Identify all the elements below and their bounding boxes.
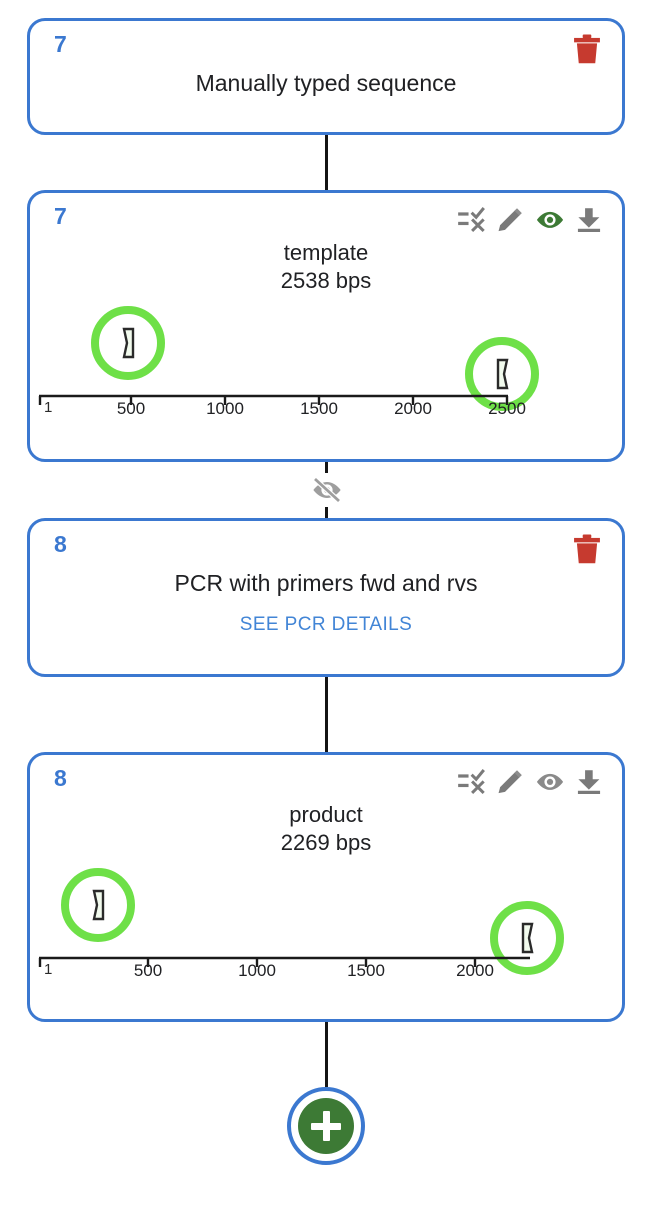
operation-card-manually-typed-sequence[interactable]: 7 Manually typed sequence bbox=[27, 18, 625, 135]
operation-card-pcr[interactable]: 8 PCR with primers fwd and rvs SEE PCR D… bbox=[27, 518, 625, 677]
card-number: 7 bbox=[54, 203, 67, 229]
sequence-map-svg bbox=[38, 868, 564, 976]
card-number: 8 bbox=[54, 531, 67, 557]
ruler-labels: 1 500 1000 1500 2000 2500 bbox=[30, 399, 622, 421]
plus-vertical-bar bbox=[322, 1111, 330, 1141]
sequence-card-template[interactable]: 7 bbox=[27, 190, 625, 462]
eye-off-icon[interactable] bbox=[310, 475, 344, 505]
ruler-tick-label: 500 bbox=[133, 961, 163, 981]
annotation-rvs-primer-site bbox=[490, 901, 564, 976]
sequence-ruler bbox=[38, 957, 530, 968]
trash-icon[interactable] bbox=[572, 533, 602, 565]
add-step-button[interactable] bbox=[287, 1087, 365, 1165]
connector-4 bbox=[325, 1022, 328, 1087]
pencil-icon[interactable] bbox=[496, 206, 526, 234]
connector-1 bbox=[325, 135, 328, 190]
card-number: 8 bbox=[54, 765, 67, 791]
ruler-labels: 1 500 1000 1500 2000 bbox=[30, 961, 622, 983]
card-number: 7 bbox=[54, 31, 67, 57]
compare-icon[interactable] bbox=[457, 206, 487, 234]
hidden-step-marker[interactable] bbox=[307, 473, 346, 507]
sequence-map-svg bbox=[38, 306, 539, 412]
ruler-tick-label: 1500 bbox=[300, 399, 338, 419]
ruler-origin-label: 1 bbox=[44, 399, 53, 417]
sequence-map[interactable]: 1 500 1000 1500 2000 bbox=[30, 861, 622, 983]
operation-title: PCR with primers fwd and rvs bbox=[174, 570, 478, 596]
download-icon[interactable] bbox=[574, 206, 604, 234]
sequence-name: template bbox=[283, 240, 369, 265]
trash-icon[interactable] bbox=[572, 33, 602, 65]
see-pcr-details-link[interactable]: SEE PCR DETAILS bbox=[239, 613, 413, 635]
ruler-tick-label: 2500 bbox=[488, 399, 526, 419]
ruler-tick-label: 2000 bbox=[394, 399, 432, 419]
download-icon[interactable] bbox=[574, 768, 604, 796]
annotation-fwd-primer-site bbox=[61, 868, 135, 943]
sequence-toolbar bbox=[457, 205, 604, 235]
ruler-tick-label: 1000 bbox=[238, 961, 276, 981]
sequence-length: 2538 bps bbox=[280, 268, 372, 294]
operation-title: Manually typed sequence bbox=[195, 70, 457, 96]
ruler-tick-label: 500 bbox=[116, 399, 146, 419]
sequence-ruler bbox=[38, 395, 509, 406]
eye-icon[interactable] bbox=[535, 768, 565, 796]
ruler-tick-label: 2000 bbox=[456, 961, 494, 981]
sequence-map[interactable]: 1 500 1000 1500 2000 2500 bbox=[30, 299, 622, 421]
ruler-tick-label: 1000 bbox=[206, 399, 244, 419]
annotation-fwd-primer-site bbox=[91, 306, 165, 381]
compare-icon[interactable] bbox=[457, 768, 487, 796]
connector-2 bbox=[307, 462, 346, 518]
sequence-toolbar bbox=[457, 767, 604, 797]
connector-3 bbox=[325, 677, 328, 752]
plus-icon bbox=[298, 1098, 354, 1154]
annotation-rvs-primer-site bbox=[465, 337, 539, 412]
sequence-name: product bbox=[289, 802, 363, 827]
eye-icon[interactable] bbox=[535, 206, 565, 234]
sequence-card-product[interactable]: 8 product bbox=[27, 752, 625, 1022]
sequence-length: 2269 bps bbox=[280, 830, 372, 856]
pencil-icon[interactable] bbox=[496, 768, 526, 796]
ruler-tick-label: 1500 bbox=[347, 961, 385, 981]
ruler-origin-label: 1 bbox=[44, 961, 53, 979]
